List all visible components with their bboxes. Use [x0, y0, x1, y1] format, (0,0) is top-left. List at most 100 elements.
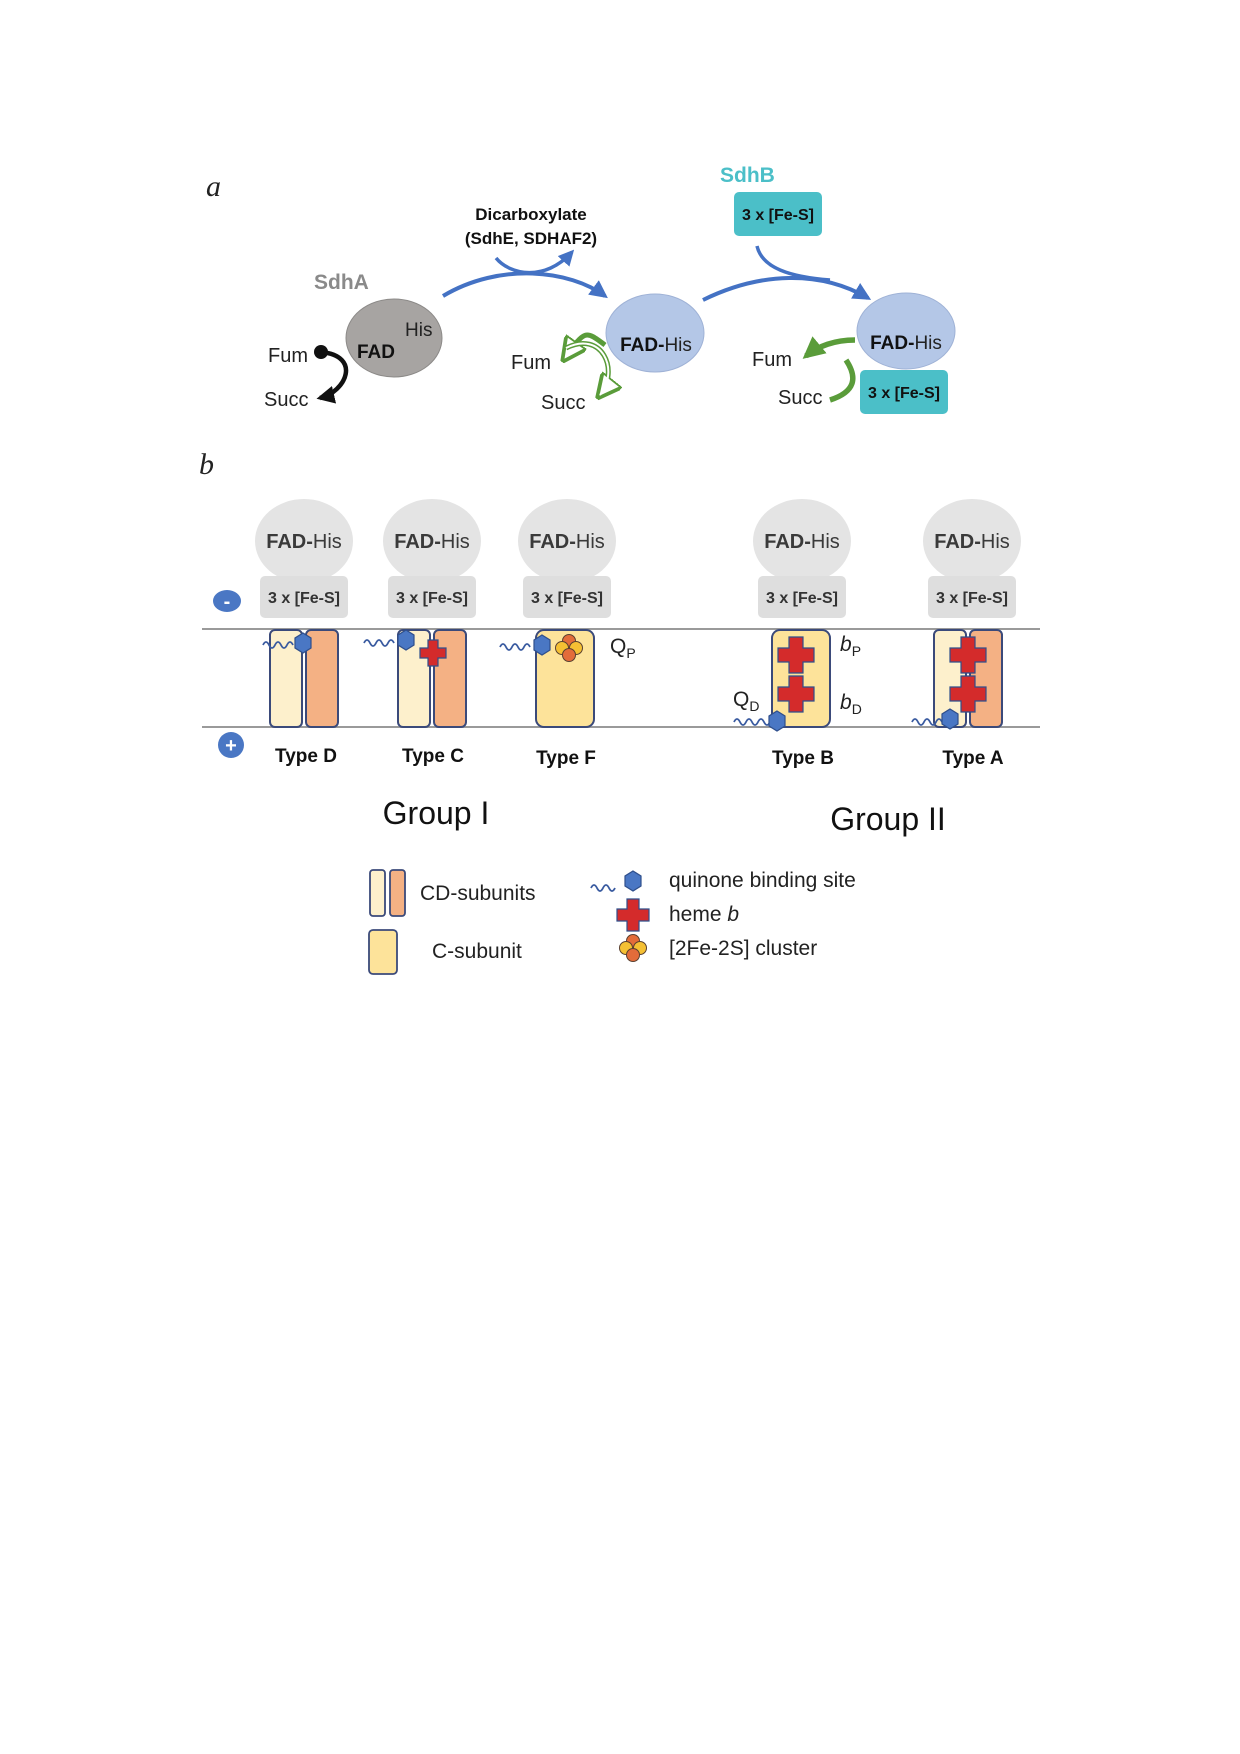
- type-f-sdha-sphere: [518, 499, 616, 583]
- legend-heme-prefix: heme: [669, 903, 727, 926]
- stage3-fum-label: Fum: [752, 349, 792, 371]
- stage3-fad-suffix: His: [914, 333, 941, 354]
- legend-heme-label: heme b: [669, 903, 739, 926]
- type-c-sdha-sphere: [383, 499, 481, 583]
- legend-cluster: [2Fe-2S] cluster: [619, 934, 817, 962]
- type-b-quinone-icon: [768, 710, 786, 732]
- sdha-in-complex: [856, 292, 956, 370]
- type-d-fad-his-label: FAD-His: [266, 531, 342, 553]
- qp-label: QP: [610, 635, 636, 661]
- type-c-heme-icon: [419, 639, 447, 667]
- legend-quinone-tail: [590, 884, 616, 892]
- type-d-quinone-icon: [294, 632, 312, 654]
- legend-heme: heme b: [616, 898, 739, 932]
- type-f-quinone-icon: [533, 634, 551, 656]
- qp-main: Q: [610, 635, 626, 658]
- type-c-fad-prefix: FAD-: [394, 531, 441, 553]
- type-f-fad-suffix: His: [576, 531, 605, 553]
- type-c-sdhb-box: [388, 576, 476, 618]
- sdha-his-label: His: [405, 320, 432, 341]
- type-c-fes-label: 3 x [Fe-S]: [396, 590, 468, 607]
- type-c-d-subunit: [433, 629, 467, 728]
- sdha-conversion-arrow: [316, 349, 349, 404]
- sdhb-association-arrow: [702, 276, 872, 302]
- stage3-conversion-arrow-body: [829, 358, 856, 403]
- type-f-2fe2s-cluster-icon: [555, 634, 583, 662]
- qd-sub: D: [749, 698, 759, 714]
- panel-b-label: b: [199, 448, 214, 481]
- type-a-heme-bd-icon: [949, 675, 987, 713]
- type-f-c-subunit: [535, 629, 595, 728]
- stage3-succ-label: Succ: [778, 387, 822, 409]
- type-f-fes-label: 3 x [Fe-S]: [531, 590, 603, 607]
- sdhb-in-complex: [860, 370, 948, 414]
- stage-flavinylated: FAD-His Fum Succ: [511, 293, 705, 414]
- type-a-fad-prefix: FAD-: [934, 531, 981, 553]
- sdhb-fes-label: 3 x [Fe-S]: [742, 207, 814, 224]
- type-a-heme-bp-icon: [949, 636, 987, 674]
- stage2-reverse-arrow: [565, 332, 607, 358]
- legend-c-label: C-subunit: [432, 940, 522, 963]
- legend-c-bar-icon: [369, 869, 386, 917]
- type-f-fad-prefix: FAD-: [529, 531, 576, 553]
- type-c-quinone-tail: [363, 639, 395, 647]
- negative-side-marker: -: [213, 590, 241, 613]
- stage3-fad-prefix: FAD-: [870, 333, 914, 354]
- bp-label: bP: [840, 633, 861, 659]
- sdha-protein: [345, 298, 443, 378]
- type-b-heme-bd-icon: [777, 675, 815, 713]
- type-f-label: Type F: [536, 748, 596, 769]
- legend-quinone: quinone binding site: [590, 869, 856, 892]
- legend: CD-subunits C-subunit quinone binding si…: [368, 869, 856, 975]
- stage2-fum-label: Fum: [511, 352, 551, 374]
- type-b-anchor: bP bD QD Type B: [733, 629, 862, 769]
- type-d-quinone-tail: [262, 641, 294, 649]
- legend-cd-subunits: CD-subunits: [369, 869, 536, 917]
- type-d-label: Type D: [275, 746, 337, 767]
- stage2-fad-prefix: FAD-: [620, 335, 664, 356]
- type-d-fad-prefix: FAD-: [266, 531, 313, 553]
- type-f-quinone-tail: [499, 643, 531, 651]
- type-a-sdha-sphere: [923, 499, 1021, 583]
- sdha-fad-label: FAD: [357, 342, 395, 363]
- legend-heme-icon: [616, 898, 650, 932]
- flavinylation-step: Dicarboxylate (SdhE, SDHAF2): [441, 205, 608, 299]
- type-b-sdha-sphere: [753, 499, 851, 583]
- legend-cluster-icon: [619, 934, 647, 962]
- positive-side-marker: +: [218, 732, 244, 758]
- panel-a: a SdhA FAD His Fum Succ Dicarboxylate (S…: [206, 164, 956, 414]
- type-a-quinone-icon: [941, 708, 959, 730]
- type-b-fes-label: 3 x [Fe-S]: [766, 590, 838, 607]
- type-d-sdhb-box: [260, 576, 348, 618]
- flavinylation-arrow: [441, 271, 608, 299]
- panel-a-label: a: [206, 170, 221, 203]
- type-a-fes-label: 3 x [Fe-S]: [936, 590, 1008, 607]
- flavinylated-sdha: [605, 293, 705, 373]
- type-d-sdha-sphere: [255, 499, 353, 583]
- sdha-title: SdhA: [314, 271, 369, 294]
- dicarboxylate-input-arrow: [494, 249, 575, 275]
- sdhb-fes-box: [734, 192, 822, 236]
- type-d-anchor: Type D: [262, 629, 339, 767]
- type-d-fes-label: 3 x [Fe-S]: [268, 590, 340, 607]
- stage3-fes-label: 3 x [Fe-S]: [868, 385, 940, 402]
- legend-d-bar-icon: [389, 869, 406, 917]
- plus-sign: +: [225, 735, 237, 757]
- type-f-soluble-head: FAD-His 3 x [Fe-S]: [518, 499, 616, 618]
- type-c-label: Type C: [402, 746, 464, 767]
- legend-c-subunit: C-subunit: [368, 929, 522, 975]
- legend-quinone-label: quinone binding site: [669, 869, 856, 892]
- type-f-sdhb-box: [523, 576, 611, 618]
- stage2-fad-his-label: FAD-His: [620, 335, 692, 356]
- type-b-sdhb-box: [758, 576, 846, 618]
- group-1-label: Group I: [383, 795, 490, 831]
- sdhb-input-line: [755, 245, 831, 282]
- type-f-fad-his-label: FAD-His: [529, 531, 605, 553]
- type-b-heme-bp-icon: [777, 636, 815, 674]
- type-a-fad-his-label: FAD-His: [934, 531, 1010, 553]
- dicarboxylate-label: Dicarboxylate: [475, 205, 587, 224]
